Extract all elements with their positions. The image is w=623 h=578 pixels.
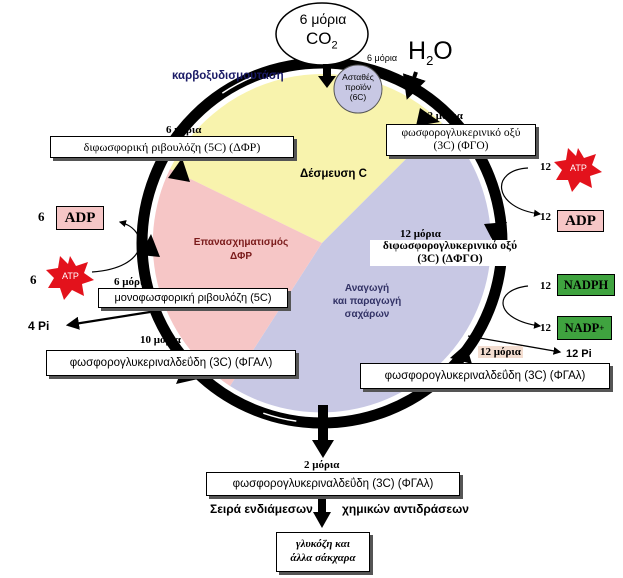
pi-left-arrow [65,310,151,330]
co2-count: 6 μόρια [299,11,347,27]
output-count: 2 μόρια [304,459,340,471]
cycle-arrowhead-lower-right [450,344,472,364]
series-arrow [313,512,331,528]
water-formula: H2O [408,37,453,68]
adp-right-count: 12 [540,211,551,223]
rup-count: 6 μόρια [114,276,150,288]
co2-arrow [318,76,336,88]
rubp-count: 6 μόρια [166,124,202,136]
fixation-label: Δέσμευση C [300,168,367,180]
adp-left-badge: ADP [56,206,104,230]
series-right-label: χημικών αντιδράσεων [342,502,469,516]
nadph-badge: NADPH [557,274,615,296]
cycle-arrowhead-right [484,222,507,247]
atp-left-label: ATP [62,271,79,281]
atp-star-right-shape [554,148,602,192]
g3p-right-box: φωσφορογλυκεριναλδεΰδη (3C) (ΦΓΑλ) [360,363,610,389]
unstable-product-circle [333,64,383,114]
pi-right-label: 12 Pi [566,348,592,360]
enzyme-label: καρβοξυδισμουτάση [172,70,284,82]
atp-right-label: ATP [570,163,587,173]
g3p-left-box: φωσφορογλυκεριναλδεΰδη (3C) (ΦΓΑΛ) [46,350,296,376]
rup-box: μονοφωσφορική ριβουλόζη (5C) [98,288,288,308]
nadph-count: 12 [540,280,551,292]
fixation-sector [170,73,442,244]
atp-star-left-shape [46,256,94,300]
water-arrow [402,71,426,100]
rubp-box: διφωσφορική ριβουλόζη (5C) (ΔΦΡ) [50,136,294,158]
cycle-arrowhead-right-top [416,108,440,126]
regeneration-sector [152,169,322,386]
output-arrow [312,440,334,458]
adp-left-count: 6 [38,209,45,224]
g3p-right-count: 12 μόρια [478,346,523,359]
co2-oval [275,2,369,66]
nadp-count: 12 [540,322,551,334]
nadph-to-nadp-arrow [502,285,542,329]
atp-to-adp-left-arrow [91,220,141,273]
pi-left-label: 4 Pi [28,319,50,333]
atp-right-count: 12 [540,161,551,173]
atp-to-adp-right-arrow [501,167,542,217]
output-box: φωσφορογλυκεριναλδεΰδη (3C) (ΦΓΑλ) [206,472,460,496]
nadp-badge: NADP+ [557,316,612,340]
cycle-arrowhead-left [140,234,160,257]
water-count: 6 μόρια [367,53,398,63]
pga-count: 12 μόρια [422,110,463,122]
g3p-left-count: 10 μόρια [140,334,181,346]
reduction-sector [230,123,491,413]
pi-right-arrow [467,335,562,355]
bpga-label: διφωσφορογλυκερινικό οξύ(3C) (ΔΦΓΟ) [370,240,530,267]
co2-formula: CO2 [306,29,338,52]
cycle-arrowhead-upper-left [168,158,190,182]
series-left-label: Σειρά ενδιάμεσων [210,502,313,516]
bpga-count: 12 μόρια [400,228,441,240]
pga-box: φωσφορογλυκερινικό οξύ(3C) (ΦΓΟ) [386,124,536,156]
atp-left-count: 6 [30,272,37,287]
adp-right-badge: ADP [557,210,604,232]
